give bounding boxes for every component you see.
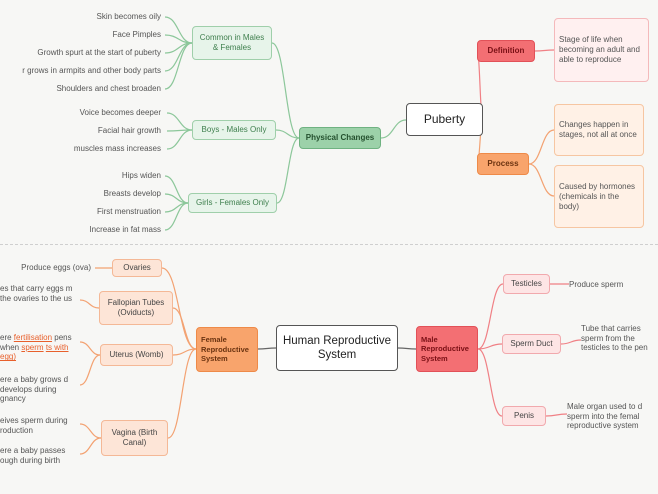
connector-11 xyxy=(164,202,189,231)
boys-group-node[interactable]: Boys - Males Only xyxy=(192,120,276,140)
physical-changes-node[interactable]: Physical Changes xyxy=(299,127,381,149)
common-item-3: Growth spurt at the start of puberty xyxy=(37,48,161,57)
connector-37 xyxy=(560,339,582,345)
fallopian-desc: es that carry eggs m the ovaries to the … xyxy=(0,284,73,303)
definition-card: Stage of life when becoming an adult and… xyxy=(554,18,649,82)
common-item-5: Shoulders and chest broaden xyxy=(56,84,161,93)
male-system-node[interactable]: Male Reproductive System xyxy=(416,326,478,372)
connector-23 xyxy=(172,348,197,356)
vagina-desc-1: eives sperm during roduction xyxy=(0,416,68,435)
connector-7 xyxy=(166,129,193,150)
penis-node[interactable]: Penis xyxy=(502,406,546,426)
ovaries-desc: Produce eggs (ova) xyxy=(21,263,91,272)
connector-12 xyxy=(271,42,300,139)
girls-item-3: First menstruation xyxy=(96,207,161,216)
fertilisation-link[interactable]: fertilisation xyxy=(13,333,53,342)
reproductive-root-node[interactable]: Human Reproductive System xyxy=(276,325,398,371)
boys-item-2: Facial hair growth xyxy=(97,126,161,135)
sperm-duct-desc: Tube that carries sperm from the testicl… xyxy=(581,324,648,353)
fallopian-node[interactable]: Fallopian Tubes (Oviducts) xyxy=(99,291,173,325)
uterus-node[interactable]: Uterus (Womb) xyxy=(100,344,173,366)
connector-13 xyxy=(275,129,300,139)
connector-18 xyxy=(534,49,555,52)
sperm-duct-node[interactable]: Sperm Duct xyxy=(502,334,561,354)
connector-38 xyxy=(545,413,568,417)
connector-15 xyxy=(380,119,407,139)
girls-item-4: Increase in fat mass xyxy=(89,225,161,234)
meets-egg-link[interactable]: ts with egg) xyxy=(0,342,69,362)
common-item-1: Skin becomes oily xyxy=(96,12,161,21)
connector-26 xyxy=(79,299,100,309)
connector-30 xyxy=(79,437,102,455)
sperm-link[interactable]: sperm xyxy=(21,342,44,352)
connector-32 xyxy=(397,347,417,350)
connector-29 xyxy=(79,423,102,439)
ovaries-node[interactable]: Ovaries xyxy=(112,259,162,277)
connector-4 xyxy=(164,42,193,90)
connector-27 xyxy=(79,341,101,356)
vagina-desc-2: ere a baby passes ough during birth xyxy=(0,446,66,465)
boys-item-3: muscles mass increases xyxy=(73,144,161,153)
girls-group-node[interactable]: Girls - Females Only xyxy=(188,193,277,213)
common-item-4: r grows in armpits and other body parts xyxy=(22,66,161,75)
process-card-1: Changes happen in stages, not all at onc… xyxy=(554,104,644,156)
connector-28 xyxy=(79,354,101,386)
process-card-2: Caused by hormones (chemicals in the bod… xyxy=(554,165,644,228)
connector-20 xyxy=(528,163,555,197)
common-group-node[interactable]: Common in Males & Females xyxy=(192,26,272,60)
penis-desc: Male organ used to d sperm into the fema… xyxy=(567,402,643,431)
definition-node[interactable]: Definition xyxy=(477,40,535,62)
uterus-desc-2: ere a baby grows d develops during gnanc… xyxy=(0,375,69,404)
connector-35 xyxy=(477,348,503,417)
connector-22 xyxy=(172,307,197,350)
process-node[interactable]: Process xyxy=(477,153,529,175)
female-system-node[interactable]: Female Reproductive System xyxy=(196,327,258,372)
testicles-node[interactable]: Testicles xyxy=(503,274,550,294)
uterus-desc-1: ere fertilisation pens when sperm ts wit… xyxy=(0,333,72,362)
testicles-desc: Produce sperm xyxy=(569,280,624,289)
section-divider xyxy=(0,244,658,245)
puberty-root-node[interactable]: Puberty xyxy=(406,103,483,136)
girls-item-2: Breasts develop xyxy=(103,189,161,198)
common-item-2: Face Pimples xyxy=(112,30,161,39)
vagina-node[interactable]: Vagina (Birth Canal) xyxy=(101,420,168,456)
girls-item-1: Hips widen xyxy=(121,171,161,180)
connector-5 xyxy=(166,112,193,131)
boys-item-1: Voice becomes deeper xyxy=(79,108,161,117)
connector-33 xyxy=(477,283,504,350)
connector-34 xyxy=(477,343,503,350)
connector-14 xyxy=(276,137,300,204)
connector-19 xyxy=(528,129,555,165)
connector-24 xyxy=(167,348,197,439)
connector-31 xyxy=(257,347,277,350)
